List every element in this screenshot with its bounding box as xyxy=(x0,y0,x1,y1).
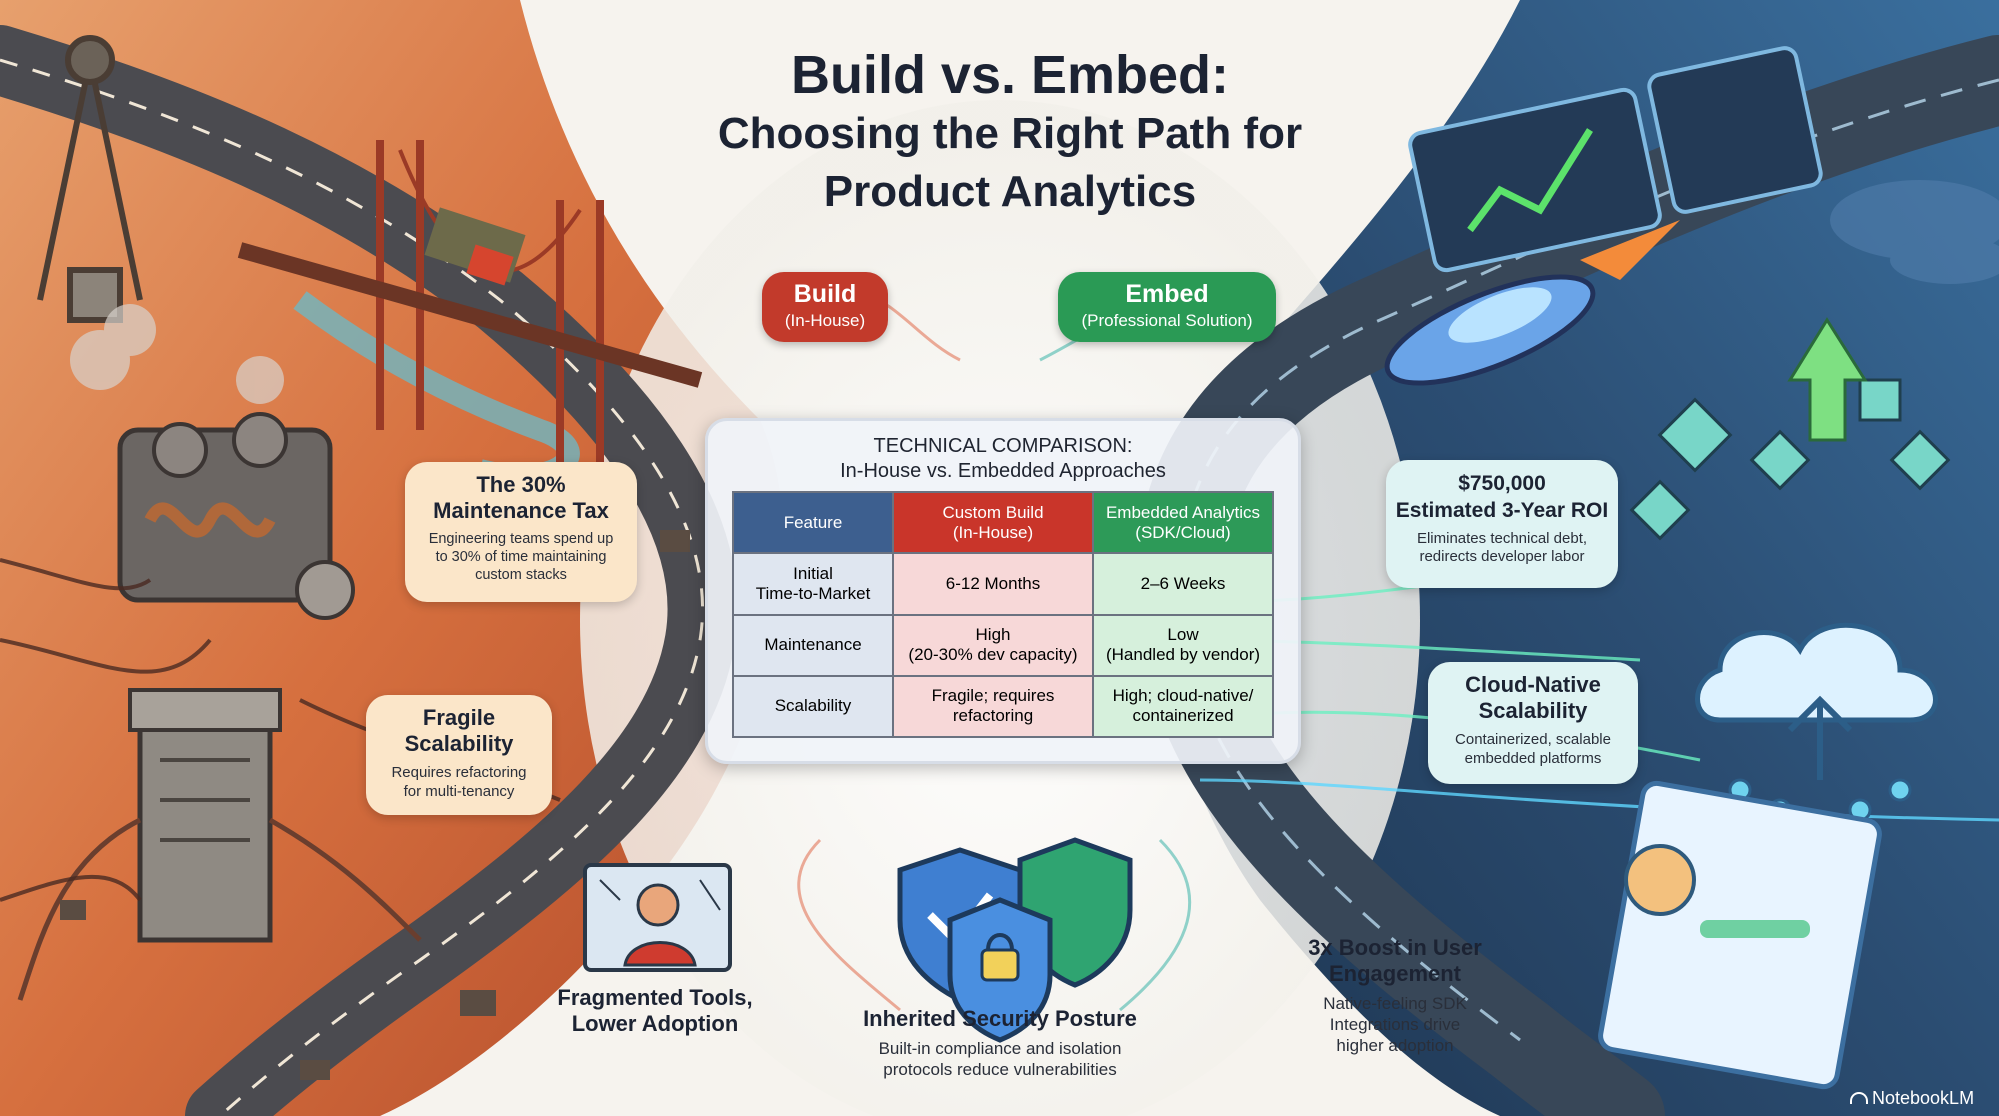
dashboard-monitors xyxy=(1408,46,1823,273)
comparison-title-line-1: TECHNICAL COMPARISON: xyxy=(873,435,1133,457)
up-arrow xyxy=(1787,317,1868,442)
cloud-illustration xyxy=(1695,622,1938,822)
watermark-text: NotebookLM xyxy=(1872,1088,1975,1108)
futuristic-car xyxy=(1384,220,1680,386)
engagement-heading: 3x Boost in User Engagement xyxy=(1308,935,1482,986)
embed-tag-sub: (Professional Solution) xyxy=(1081,311,1253,330)
header-custom-build: Custom Build (In-House) xyxy=(892,490,1094,555)
comparison-table: Feature Custom Build (In-House) Embedded… xyxy=(732,490,1274,739)
cell-text: High (20-30% dev capacity) xyxy=(908,625,1078,665)
security-heading: Inherited Security Posture xyxy=(863,1006,1137,1031)
watermark: NotebookLM xyxy=(1850,1088,1990,1109)
table-header-row: Feature Custom Build (In-House) Embedded… xyxy=(732,490,1274,555)
table-row: Initial Time-to-Market 6-12 Months 2–6 W… xyxy=(732,552,1274,616)
cell-text: 2–6 Weeks xyxy=(1140,573,1226,593)
bridge xyxy=(237,140,703,470)
network-nodes xyxy=(1629,378,1951,541)
notebooklm-icon xyxy=(1850,1092,1868,1104)
title-line-3: Product Analytics xyxy=(823,167,1197,216)
embed-tag: Embed (Professional Solution) xyxy=(1058,272,1276,342)
header-embedded-text: Embedded Analytics (SDK/Cloud) xyxy=(1105,502,1261,542)
comparison-title: TECHNICAL COMPARISON: In-House vs. Embed… xyxy=(708,435,1298,483)
build-tag-sub: (In-House) xyxy=(784,311,866,330)
cell-text: Low (Handled by vendor) xyxy=(1105,625,1261,665)
cell-text: Scalability xyxy=(774,696,852,716)
maintenance-tax-body: Engineering teams spend up to 30% of tim… xyxy=(428,531,614,583)
cell-embed: Low (Handled by vendor) xyxy=(1092,613,1274,677)
build-tag-label: Build xyxy=(793,280,857,308)
fragile-heading: Fragile Scalability xyxy=(404,705,514,756)
header-custom-build-text: Custom Build (In-House) xyxy=(942,502,1044,542)
security-shields xyxy=(897,837,1133,1043)
crumbling-server xyxy=(17,688,422,1001)
roi-heading: $750,000 Estimated 3-Year ROI xyxy=(1395,472,1609,522)
cell-text: 6-12 Months xyxy=(945,573,1041,593)
cell-build: Fragile; requires refactoring xyxy=(892,674,1094,739)
cell-embed: 2–6 Weeks xyxy=(1092,552,1274,616)
title-line-2: Choosing the Right Path for xyxy=(717,109,1303,158)
title-line-1: Build vs. Embed: xyxy=(790,45,1230,105)
embed-tag-label: Embed xyxy=(1125,280,1209,308)
page-title: Build vs. Embed: Choosing the Right Path… xyxy=(560,45,1460,221)
old-crane xyxy=(37,35,143,323)
engagement-body: Native-feeling SDK Integrations drive hi… xyxy=(1323,994,1467,1055)
fragmented-tools-text: Fragmented Tools, Lower Adoption xyxy=(540,985,770,1037)
broken-engine xyxy=(117,412,355,620)
security-text: Inherited Security Posture Built-in comp… xyxy=(840,1006,1160,1080)
cell-feature: Initial Time-to-Market xyxy=(732,552,894,616)
cell-feature: Maintenance xyxy=(732,613,894,677)
roi-callout: $750,000 Estimated 3-Year ROI Eliminates… xyxy=(1386,460,1618,588)
cell-feature: Scalability xyxy=(732,674,894,739)
header-feature-text: Feature xyxy=(783,512,843,532)
cell-build: 6-12 Months xyxy=(892,552,1094,616)
roi-body: Eliminates technical debt, redirects dev… xyxy=(1416,530,1588,565)
engagement-text: 3x Boost in User Engagement Native-feeli… xyxy=(1280,935,1510,1056)
table-row: Maintenance High (20-30% dev capacity) L… xyxy=(732,613,1274,677)
cloud-native-callout: Cloud-Native Scalability Containerized, … xyxy=(1428,662,1638,784)
fragile-body: Requires refactoring for multi-tenancy xyxy=(391,764,527,800)
header-embedded: Embedded Analytics (SDK/Cloud) xyxy=(1092,490,1274,555)
build-tag: Build (In-House) xyxy=(762,272,888,342)
cell-text: High; cloud-native/ containerized xyxy=(1112,686,1254,726)
header-feature: Feature xyxy=(732,490,894,555)
maintenance-tax-callout: The 30% Maintenance Tax Engineering team… xyxy=(405,462,637,602)
cloud-heading: Cloud-Native Scalability xyxy=(1465,672,1601,723)
cloud-body: Containerized, scalable embedded platfor… xyxy=(1455,731,1611,767)
table-row: Scalability Fragile; requires refactorin… xyxy=(732,674,1274,739)
comparison-panel: TECHNICAL COMPARISON: In-House vs. Embed… xyxy=(705,418,1301,764)
cell-text: Initial Time-to-Market xyxy=(755,563,871,603)
comparison-title-line-2: In-House vs. Embedded Approaches xyxy=(840,460,1166,482)
security-body: Built-in compliance and isolation protoc… xyxy=(878,1039,1122,1079)
cell-embed: High; cloud-native/ containerized xyxy=(1092,674,1274,739)
frustrated-user-screen xyxy=(583,863,732,972)
fragmented-heading: Fragmented Tools, Lower Adoption xyxy=(557,985,753,1036)
cell-text: Fragile; requires refactoring xyxy=(931,686,1055,726)
embedded-app-screen xyxy=(1598,780,1882,1090)
cell-text: Maintenance xyxy=(764,635,862,655)
fragile-scalability-callout: Fragile Scalability Requires refactoring… xyxy=(366,695,552,815)
cell-build: High (20-30% dev capacity) xyxy=(892,613,1094,677)
maintenance-tax-heading: The 30% Maintenance Tax xyxy=(433,472,609,523)
